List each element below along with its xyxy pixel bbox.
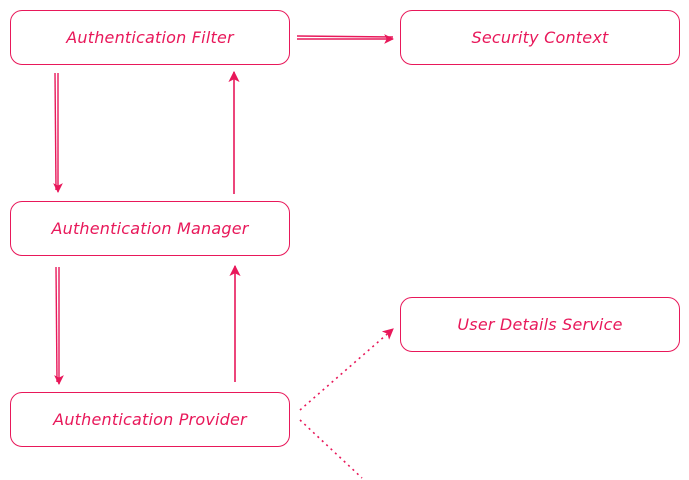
- node-label: Security Context: [471, 28, 609, 47]
- node-user-details-service: User Details Service: [400, 297, 680, 352]
- node-label: Authentication Filter: [66, 28, 234, 47]
- node-label: Authentication Provider: [53, 410, 247, 429]
- edge-provider-to-offscreen: [299, 419, 363, 479]
- edge-provider-to-uds: [299, 328, 394, 411]
- node-authentication-manager: Authentication Manager: [10, 201, 290, 256]
- edge-manager-to-provider: [54, 266, 64, 385]
- edge-filter-to-manager: [53, 72, 63, 193]
- edge-filter-to-context: [296, 34, 394, 44]
- node-security-context: Security Context: [400, 10, 680, 65]
- node-label: User Details Service: [457, 315, 623, 334]
- node-authentication-provider: Authentication Provider: [10, 392, 290, 447]
- node-authentication-filter: Authentication Filter: [10, 10, 290, 65]
- node-label: Authentication Manager: [51, 219, 249, 238]
